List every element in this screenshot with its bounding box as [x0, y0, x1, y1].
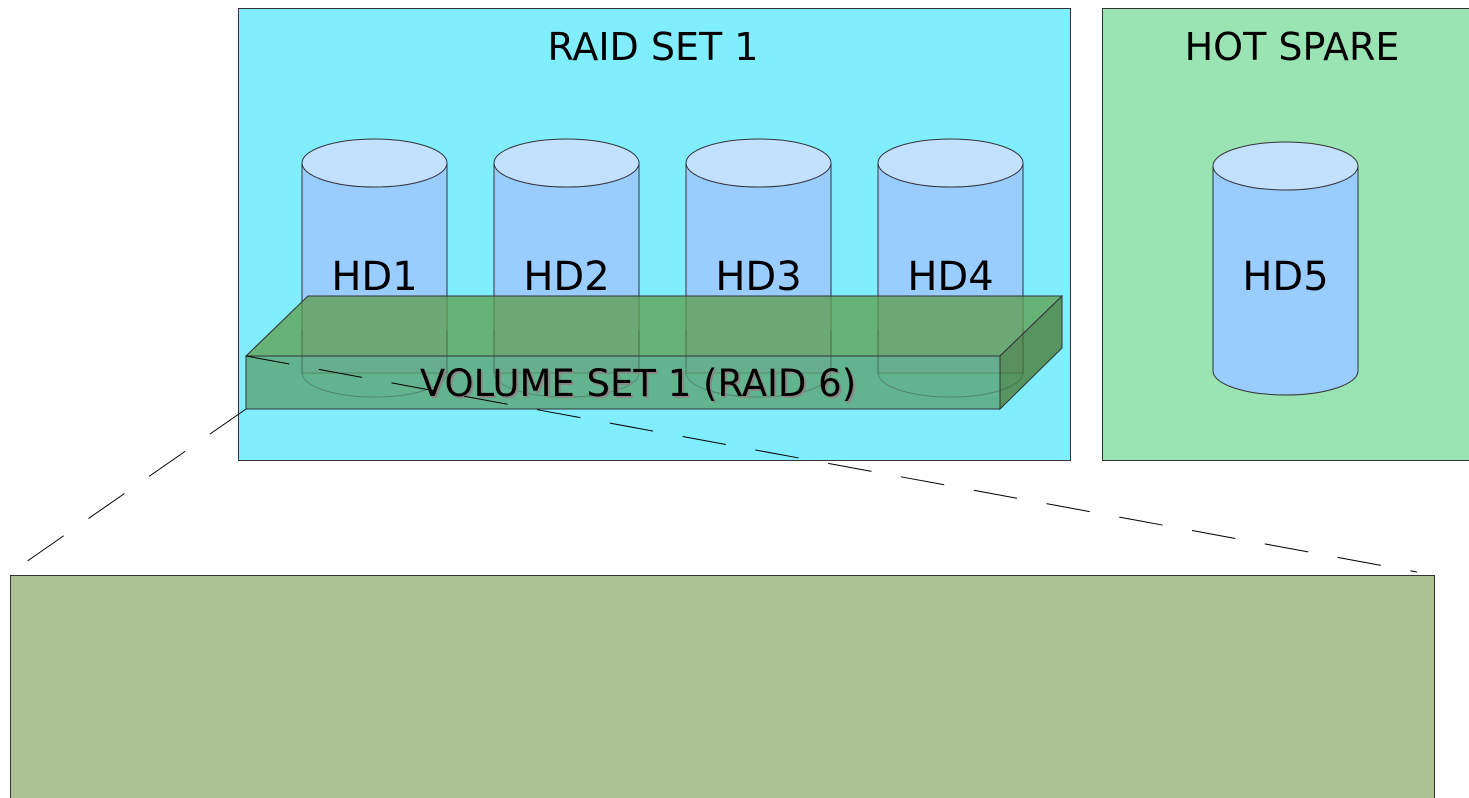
- disk-label-hd5: HD5: [1242, 254, 1328, 300]
- volume-set-label-shadow: VOLUME SET 1 (RAID 6): [422, 364, 858, 407]
- volume-set-label: VOLUME SET 1 (RAID 6): [420, 362, 856, 405]
- hot-spare-title: HOT SPARE: [1185, 25, 1400, 69]
- raid-set-title: RAID SET 1: [547, 25, 758, 69]
- disk-label-hd2: HD2: [523, 254, 609, 300]
- volume-set-1: VOLUME SET 1 (RAID 6) VOLUME SET 1 (RAID…: [244, 294, 1064, 411]
- zoom-line-right: [245, 355, 1418, 573]
- zoom-line-left: [25, 408, 247, 563]
- disk-label-hd4: HD4: [907, 254, 993, 300]
- disk-hd5: HD5: [1212, 141, 1359, 396]
- volume-detail-box: [10, 575, 1435, 798]
- zoom-lines: [25, 355, 1418, 573]
- volume-front-face: [245, 355, 1001, 410]
- disk-label-hd3: HD3: [715, 254, 801, 300]
- disk-label-hd1: HD1: [331, 254, 417, 300]
- volume-top-face: [244, 295, 1064, 357]
